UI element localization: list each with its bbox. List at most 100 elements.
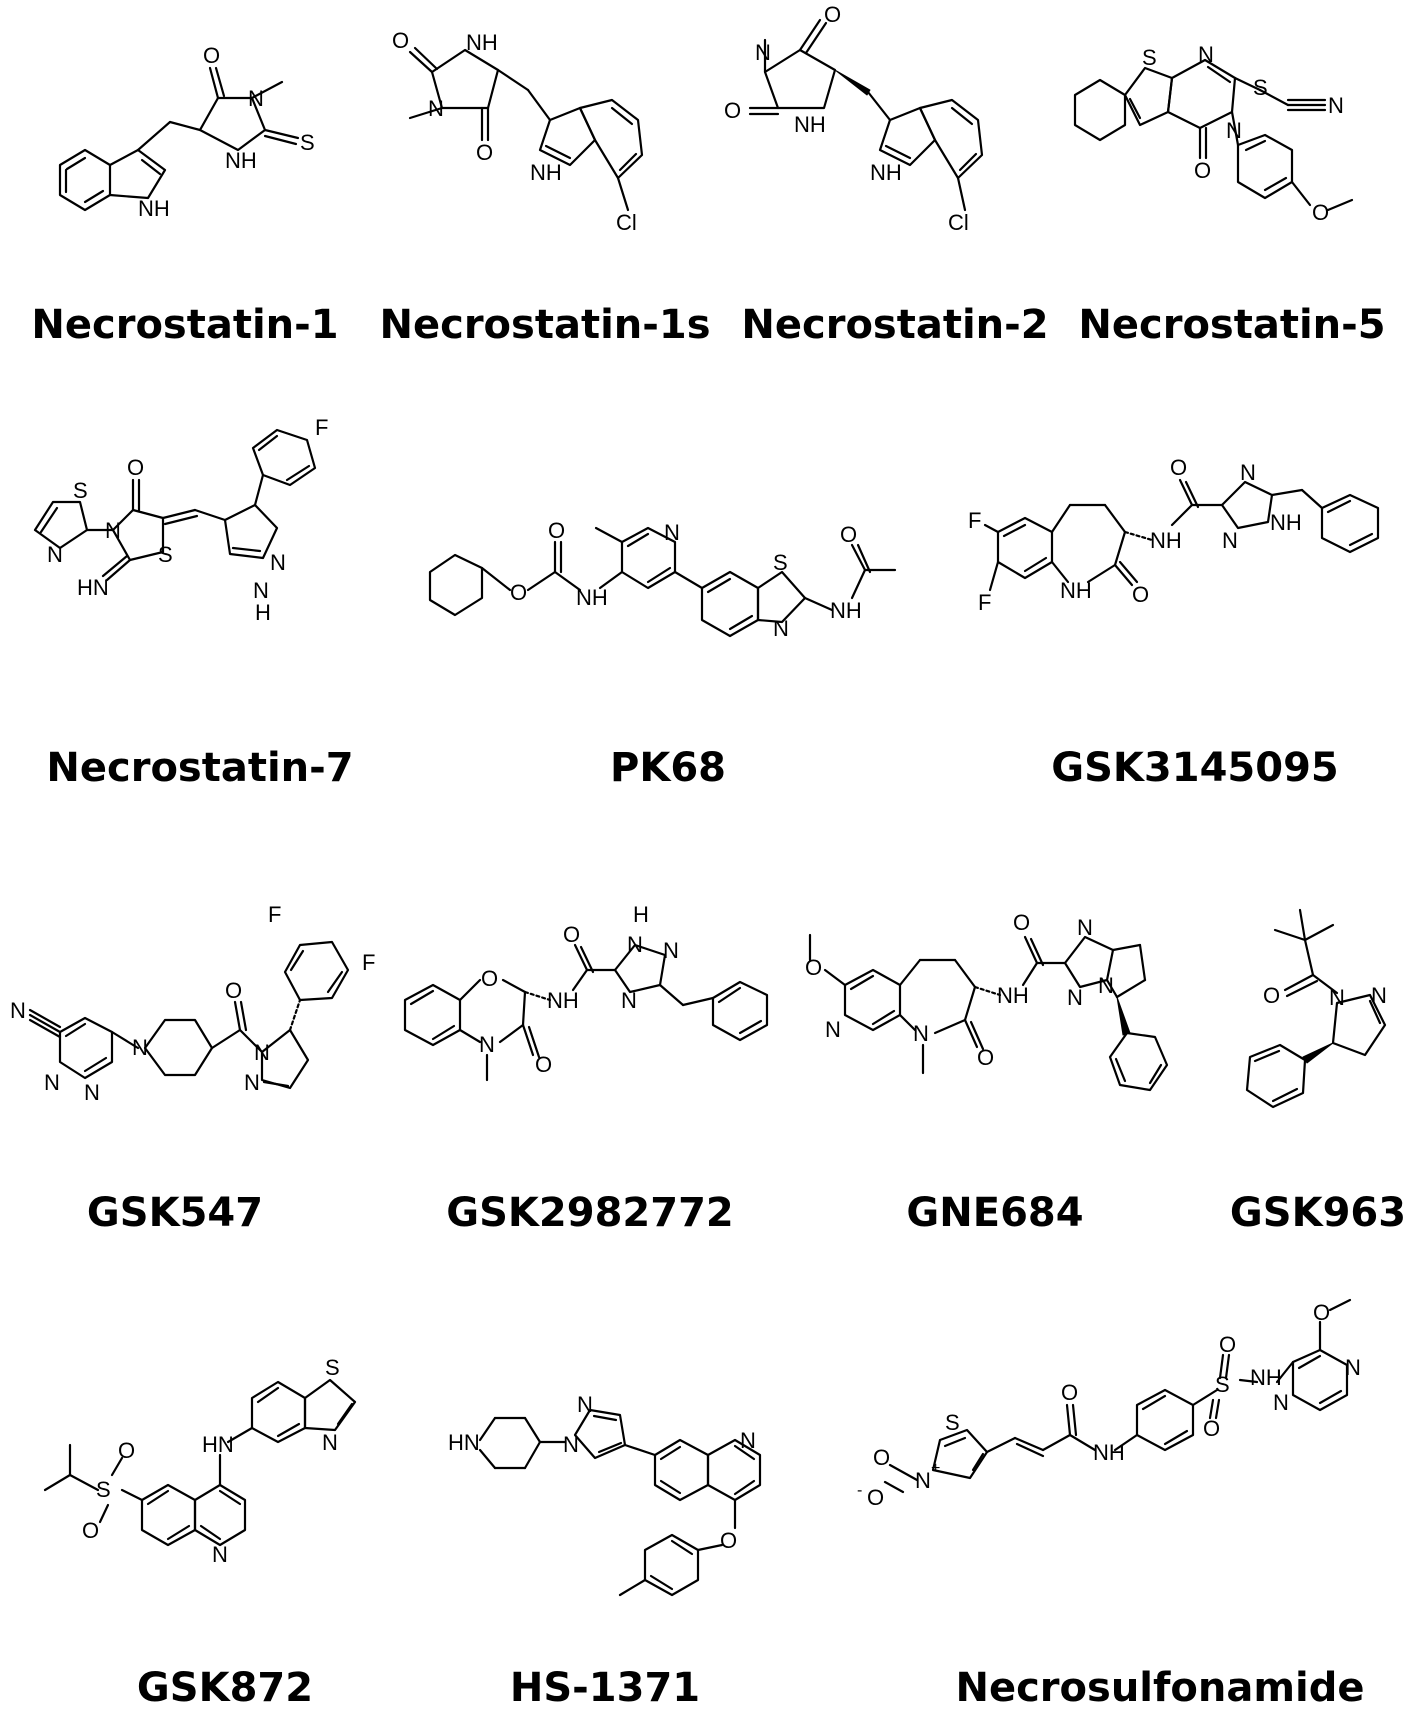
atom-o: O [203, 43, 221, 68]
atom-f: F [968, 508, 982, 533]
atom-hn: HN [202, 1432, 234, 1457]
structure-hs-1371: HN N N N O [440, 1380, 790, 1620]
atom-n: N [1240, 460, 1256, 485]
atom-f: F [315, 415, 329, 440]
compound-name-necrostatin-7: Necrostatin-7 [46, 745, 354, 791]
atom-h: H [255, 600, 271, 625]
atom-o: O [1312, 200, 1330, 225]
atom-n: N [253, 578, 269, 603]
atom-n: N [1273, 1390, 1289, 1415]
atom-nh: NH [830, 598, 862, 623]
atom-n: N [1077, 915, 1093, 940]
atom-nh: NH [794, 112, 826, 137]
atom-n: N [105, 518, 121, 543]
atom-o: O [1219, 1332, 1237, 1357]
atom-n: N [270, 550, 286, 575]
atom-o: O [476, 140, 494, 165]
atom-o-minus: O [867, 1485, 885, 1510]
atom-o: O [82, 1518, 100, 1543]
atom-n: N [10, 998, 26, 1023]
atom-nh: NH [530, 160, 562, 185]
compound-name-necrostatin-5: Necrostatin-5 [1078, 302, 1386, 348]
atom-s: S [325, 1355, 340, 1380]
atom-n: N [1098, 973, 1114, 998]
atom-cl: Cl [948, 210, 969, 235]
atom-o: O [1013, 910, 1031, 935]
compound-necrostatin-2: N O O NH NH Cl [720, 0, 1040, 320]
atom-o: O [1203, 1416, 1221, 1441]
atom-s: S [945, 1410, 960, 1435]
atom-cl: Cl [616, 210, 637, 235]
atom-o: O [805, 955, 823, 980]
atom-o: O [824, 2, 842, 27]
compound-name-gsk872: GSK872 [136, 1665, 314, 1711]
atom-n: N [1371, 983, 1387, 1008]
atom-n: N [773, 616, 789, 641]
atom-nh: NH [1250, 1365, 1282, 1390]
compound-gsk872: S O O N HN S N [30, 1350, 370, 1630]
atom-o: O [724, 98, 742, 123]
atom-n: N [479, 1032, 495, 1057]
atom-charge-minus: - [857, 1482, 863, 1499]
atom-n: N [663, 938, 679, 963]
atom-o: O [127, 455, 145, 480]
atom-n: N [132, 1035, 148, 1060]
atom-o: O [840, 522, 858, 547]
compound-gsk3145095: F F NH O NH O N NH N [960, 455, 1410, 720]
compound-name-necrostatin-2: Necrostatin-2 [741, 302, 1049, 348]
atom-o: O [1263, 983, 1281, 1008]
compound-name-necrostatin-1: Necrostatin-1 [31, 302, 339, 348]
atom-s: S [1253, 75, 1268, 100]
atom-n: N [428, 96, 444, 121]
structure-gsk2982772: O N O NH O H N N N [395, 902, 775, 1110]
compound-necrostatin-1: O N NH S NH [20, 10, 350, 330]
compound-gsk963: O N N [1225, 895, 1415, 1155]
atom-n: N [1329, 985, 1345, 1010]
atom-n: N [248, 86, 264, 111]
atom-n: N [740, 1428, 756, 1453]
compound-necrostatin-1s: O NH N O NH Cl [380, 0, 700, 320]
atom-hn: HN [448, 1430, 480, 1455]
compound-name-gsk963: GSK963 [1229, 1190, 1407, 1236]
atom-n: N [47, 542, 63, 567]
atom-hn: HN [77, 575, 109, 600]
atom-o: O [510, 580, 528, 605]
atom-n: N [44, 1070, 60, 1095]
atom-nh: NH [547, 988, 579, 1013]
atom-s: S [73, 478, 88, 503]
structure-gsk963: O N N [1225, 895, 1415, 1125]
atom-nh: NH [1270, 510, 1302, 535]
compound-name-necrosulfonamide: Necrosulfonamide [955, 1665, 1365, 1711]
compound-pk68: O O NH N S N NH O [420, 510, 910, 710]
atom-s: S [773, 550, 788, 575]
structure-gsk872: S O O N HN S N [30, 1350, 370, 1590]
atom-o: O [1194, 158, 1212, 183]
compound-name-gsk3145095: GSK3145095 [1051, 745, 1339, 791]
structure-necrosulfonamide: N + O O - S O NH S O O NH N N O [845, 1298, 1415, 1570]
structure-necrostatin-1: O N NH S NH [20, 10, 350, 250]
atom-o: O [720, 1528, 738, 1553]
compound-gne684: O N N O NH O N N N [795, 910, 1205, 1155]
atom-o: O [1061, 1380, 1079, 1405]
atom-o: O [1170, 455, 1188, 480]
atom-n: N [664, 520, 680, 545]
structure-necrostatin-5: S N S N N O O [1060, 0, 1410, 260]
atom-o: O [118, 1438, 136, 1463]
atom-o: O [392, 28, 410, 53]
structure-gne684: O N N O NH O N N N [795, 910, 1205, 1115]
atom-nh: NH [138, 196, 170, 221]
atom-charge-plus: + [931, 1460, 941, 1477]
compound-name-gsk2982772: GSK2982772 [446, 1190, 734, 1236]
atom-n: N [577, 1392, 593, 1417]
atom-n: N [1345, 1355, 1361, 1380]
structure-necrostatin-1s: O NH N O NH Cl [380, 0, 700, 270]
structure-gsk3145095: F F NH O NH O N NH N [960, 455, 1410, 670]
atom-n: N [621, 988, 637, 1013]
atom-f: F [362, 950, 376, 975]
compound-name-pk68: PK68 [610, 745, 726, 791]
atom-nh: NH [1093, 1440, 1125, 1465]
atom-s: S [158, 542, 173, 567]
atom-n: N [913, 1021, 929, 1046]
structure-necrostatin-7: S N O N S HN N N H F [15, 415, 355, 680]
atom-nh: NH [870, 160, 902, 185]
